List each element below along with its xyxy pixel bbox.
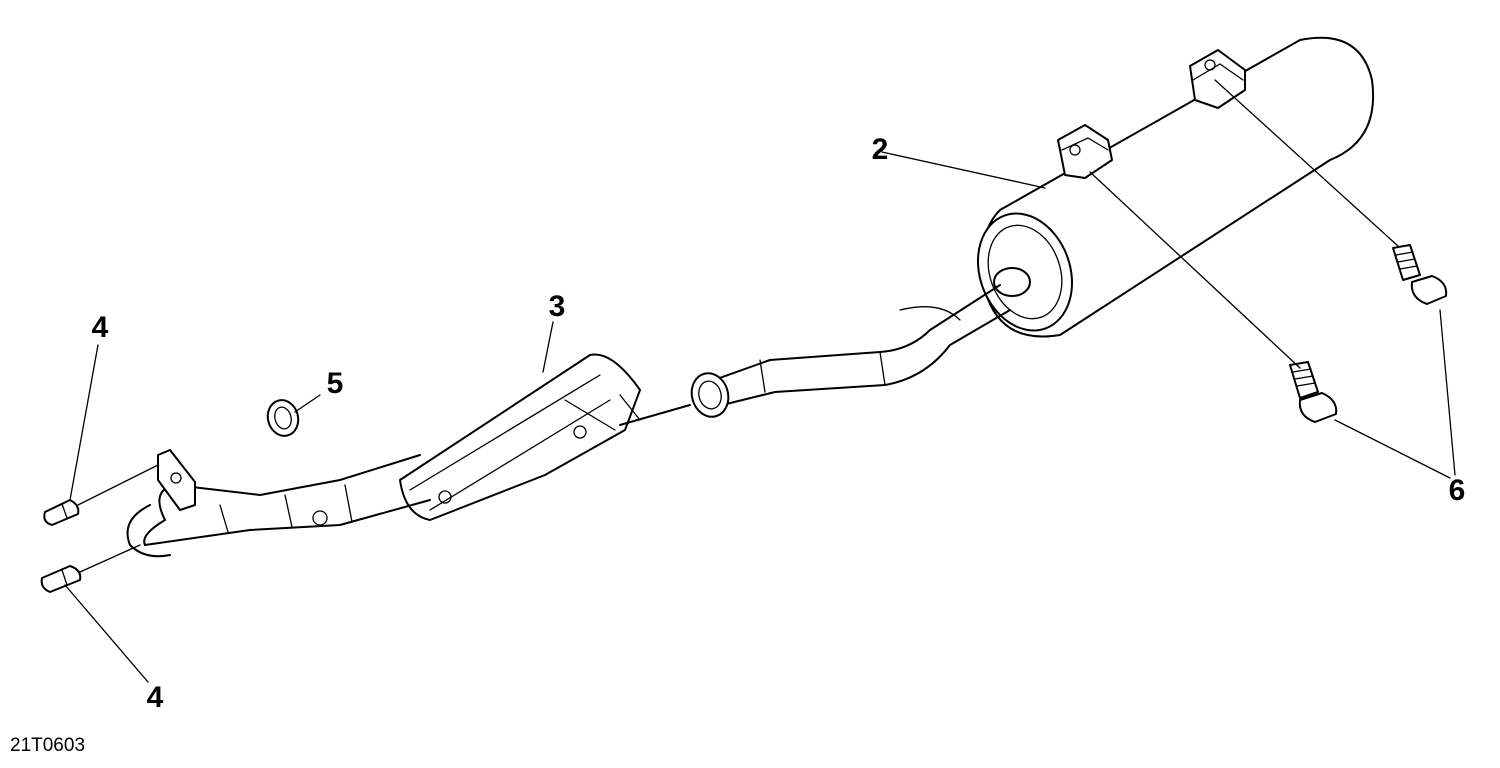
muffler — [976, 36, 1374, 338]
callout-4-bottom: 4 — [146, 681, 164, 714]
leader-lines — [64, 79, 1456, 683]
callout-6: 6 — [1448, 474, 1466, 507]
muffler-bracket-right — [1189, 49, 1246, 109]
callout-2: 2 — [871, 133, 889, 166]
callout-3: 3 — [548, 290, 566, 323]
callout-5: 5 — [326, 367, 344, 400]
stud-top — [43, 499, 80, 526]
bolt-right — [1392, 244, 1448, 305]
stud-bottom — [40, 565, 82, 593]
muffler-bracket-left — [1057, 124, 1113, 179]
exhaust-flange — [157, 449, 196, 511]
mid-pipe — [690, 284, 1011, 418]
gasket — [266, 399, 300, 437]
bolt-left — [1289, 361, 1338, 423]
head-pipe — [126, 404, 691, 558]
heat-shield — [399, 353, 641, 521]
reference-code: 21T0603 — [10, 735, 86, 756]
callout-4-top: 4 — [91, 311, 109, 344]
